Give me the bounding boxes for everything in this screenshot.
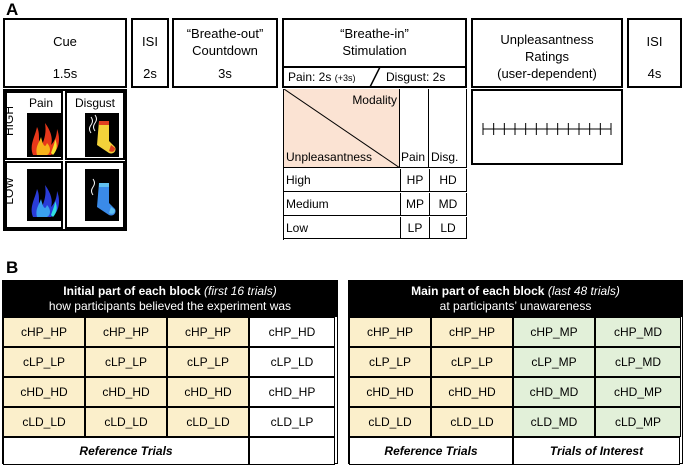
col-label-disgust: Disgust <box>75 96 116 110</box>
trial-cell: cLP_LP <box>431 347 513 377</box>
trial-cell: cLD_LD <box>3 407 85 437</box>
stage-countdown-duration: 3s <box>218 66 232 81</box>
trial-cell: cLP_MP <box>513 347 595 377</box>
rating-scale-box <box>471 89 623 165</box>
trial-cell: cLD_LD <box>431 407 513 437</box>
cue-cell-high-disgust: Disgust <box>65 91 125 160</box>
stage-isi-2: ISI 4s <box>627 18 682 88</box>
trial-cell: cLD_LD <box>167 407 249 437</box>
mod-row-low: Low LP LD <box>284 217 467 239</box>
trial-cell: cHD_HD <box>85 377 167 407</box>
stage-isi-2-duration: 4s <box>647 66 662 81</box>
trial-cell: cLD_MD <box>513 407 595 437</box>
trial-cell: cHD_MD <box>513 377 595 407</box>
cue-cell-low-disgust <box>65 161 125 229</box>
trial-cell: cHP_HP <box>349 317 431 347</box>
row-label-low: LOW <box>2 177 16 205</box>
stage-countdown-name-2: Countdown <box>192 43 258 58</box>
stage-cue: Cue 1.5s <box>3 18 127 88</box>
trial-cell: cLP_LD <box>249 347 335 377</box>
initial-block-header: Initial part of each block (first 16 tri… <box>3 281 337 317</box>
stage-countdown: “Breathe-out” Countdown 3s <box>172 18 278 88</box>
main-block-subtitle: at participants’ unawareness <box>439 299 592 313</box>
stage-ratings-name-2: Ratings <box>524 49 570 64</box>
col-header-disgust: Disg. <box>429 89 467 168</box>
panel-b-label: B <box>6 258 19 277</box>
trial-cell: cLD_MP <box>595 407 681 437</box>
stage-isi-2-name: ISI <box>646 34 663 49</box>
trial-cell: cHP_HP <box>167 317 249 347</box>
stage-ratings-name-3: (user-dependent) <box>497 66 597 81</box>
flame-high-icon <box>27 113 61 157</box>
trial-cell: cHP_HD <box>249 317 335 347</box>
trials-of-interest-label: Trials of Interest <box>513 437 680 465</box>
stimulation-disgust-duration: Disgust: 2s <box>386 70 446 84</box>
stage-ratings-name-1: Unpleasantness <box>500 32 594 47</box>
main-block-header: Main part of each block (last 48 trials)… <box>349 281 682 317</box>
panel-a-label: A <box>6 0 19 19</box>
trial-cell: cHD_HD <box>349 377 431 407</box>
trial-cell: cHD_HP <box>249 377 335 407</box>
trial-cell: cHD_HD <box>431 377 513 407</box>
cue-cell-high-pain: Pain <box>5 91 63 160</box>
trial-cell: cHD_HD <box>167 377 249 407</box>
modality-table: Modality Unpleasantness Pain Disg. High … <box>283 89 468 240</box>
initial-block-table: Initial part of each block (first 16 tri… <box>2 280 338 465</box>
rating-scale <box>482 123 612 135</box>
cue-cell-low-pain <box>5 161 63 229</box>
row-label-high: HIGH <box>2 106 16 136</box>
stage-isi-1-duration: 2s <box>143 66 157 81</box>
trial-cell: cLD_LP <box>249 407 335 437</box>
trial-cell: cLP_LP <box>349 347 431 377</box>
stage-isi-1-name: ISI <box>142 34 158 49</box>
trial-cell: cHP_HP <box>3 317 85 347</box>
stage-stimulation-name-2: Stimulation <box>342 43 407 58</box>
stage-cue-name: Cue <box>53 34 77 49</box>
stage-isi-1: ISI 2s <box>131 18 169 88</box>
trial-cell: cLD_LD <box>349 407 431 437</box>
sock-high-icon <box>85 113 119 157</box>
modality-corner: Modality Unpleasantness <box>284 89 400 168</box>
col-header-pain: Pain <box>400 89 429 168</box>
corner-label-modality: Modality <box>352 93 397 107</box>
sock-low-icon <box>85 169 119 221</box>
trial-cell: cHD_HD <box>3 377 85 407</box>
corner-label-unpleasantness: Unpleasantness <box>286 150 373 164</box>
stimulation-divider <box>284 66 465 68</box>
reference-trials-label: Reference Trials <box>3 437 249 465</box>
trial-cell: cLP_LP <box>85 347 167 377</box>
stimulation-slash <box>369 66 381 88</box>
trial-cell: cHP_HP <box>431 317 513 347</box>
trial-cell: cLP_LP <box>167 347 249 377</box>
cue-grid <box>3 89 127 231</box>
stage-countdown-name-1: “Breathe-out” <box>186 26 264 41</box>
stimulation-pain-duration: Pain: 2s (+3s) <box>288 70 356 84</box>
trial-cell: cHD_MP <box>595 377 681 407</box>
reference-trials-label: Reference Trials <box>349 437 513 465</box>
mod-row-high: High HP HD <box>284 169 467 192</box>
trial-cell: cLP_MD <box>595 347 681 377</box>
trial-cell: cHP_MD <box>595 317 681 347</box>
stage-cue-duration: 1.5s <box>52 66 78 81</box>
flame-low-icon <box>27 169 61 221</box>
stage-stimulation: “Breathe-in” Stimulation Pain: 2s (+3s) … <box>282 18 467 88</box>
trial-cell: cLD_LD <box>85 407 167 437</box>
trial-cell: cHP_MP <box>513 317 595 347</box>
initial-block-subtitle: how participants believed the experiment… <box>48 299 292 313</box>
trial-cell: cHP_HP <box>85 317 167 347</box>
trial-cell: cLP_LP <box>3 347 85 377</box>
stage-ratings: Unpleasantness Ratings (user-dependent) <box>471 18 623 88</box>
mod-row-medium: Medium MP MD <box>284 193 467 216</box>
empty-footer-cell <box>249 437 335 465</box>
stage-stimulation-name-1: “Breathe-in” <box>340 26 409 41</box>
col-label-pain: Pain <box>29 96 54 110</box>
main-block-table: Main part of each block (last 48 trials)… <box>348 280 683 465</box>
corner-diagonal <box>284 89 400 168</box>
